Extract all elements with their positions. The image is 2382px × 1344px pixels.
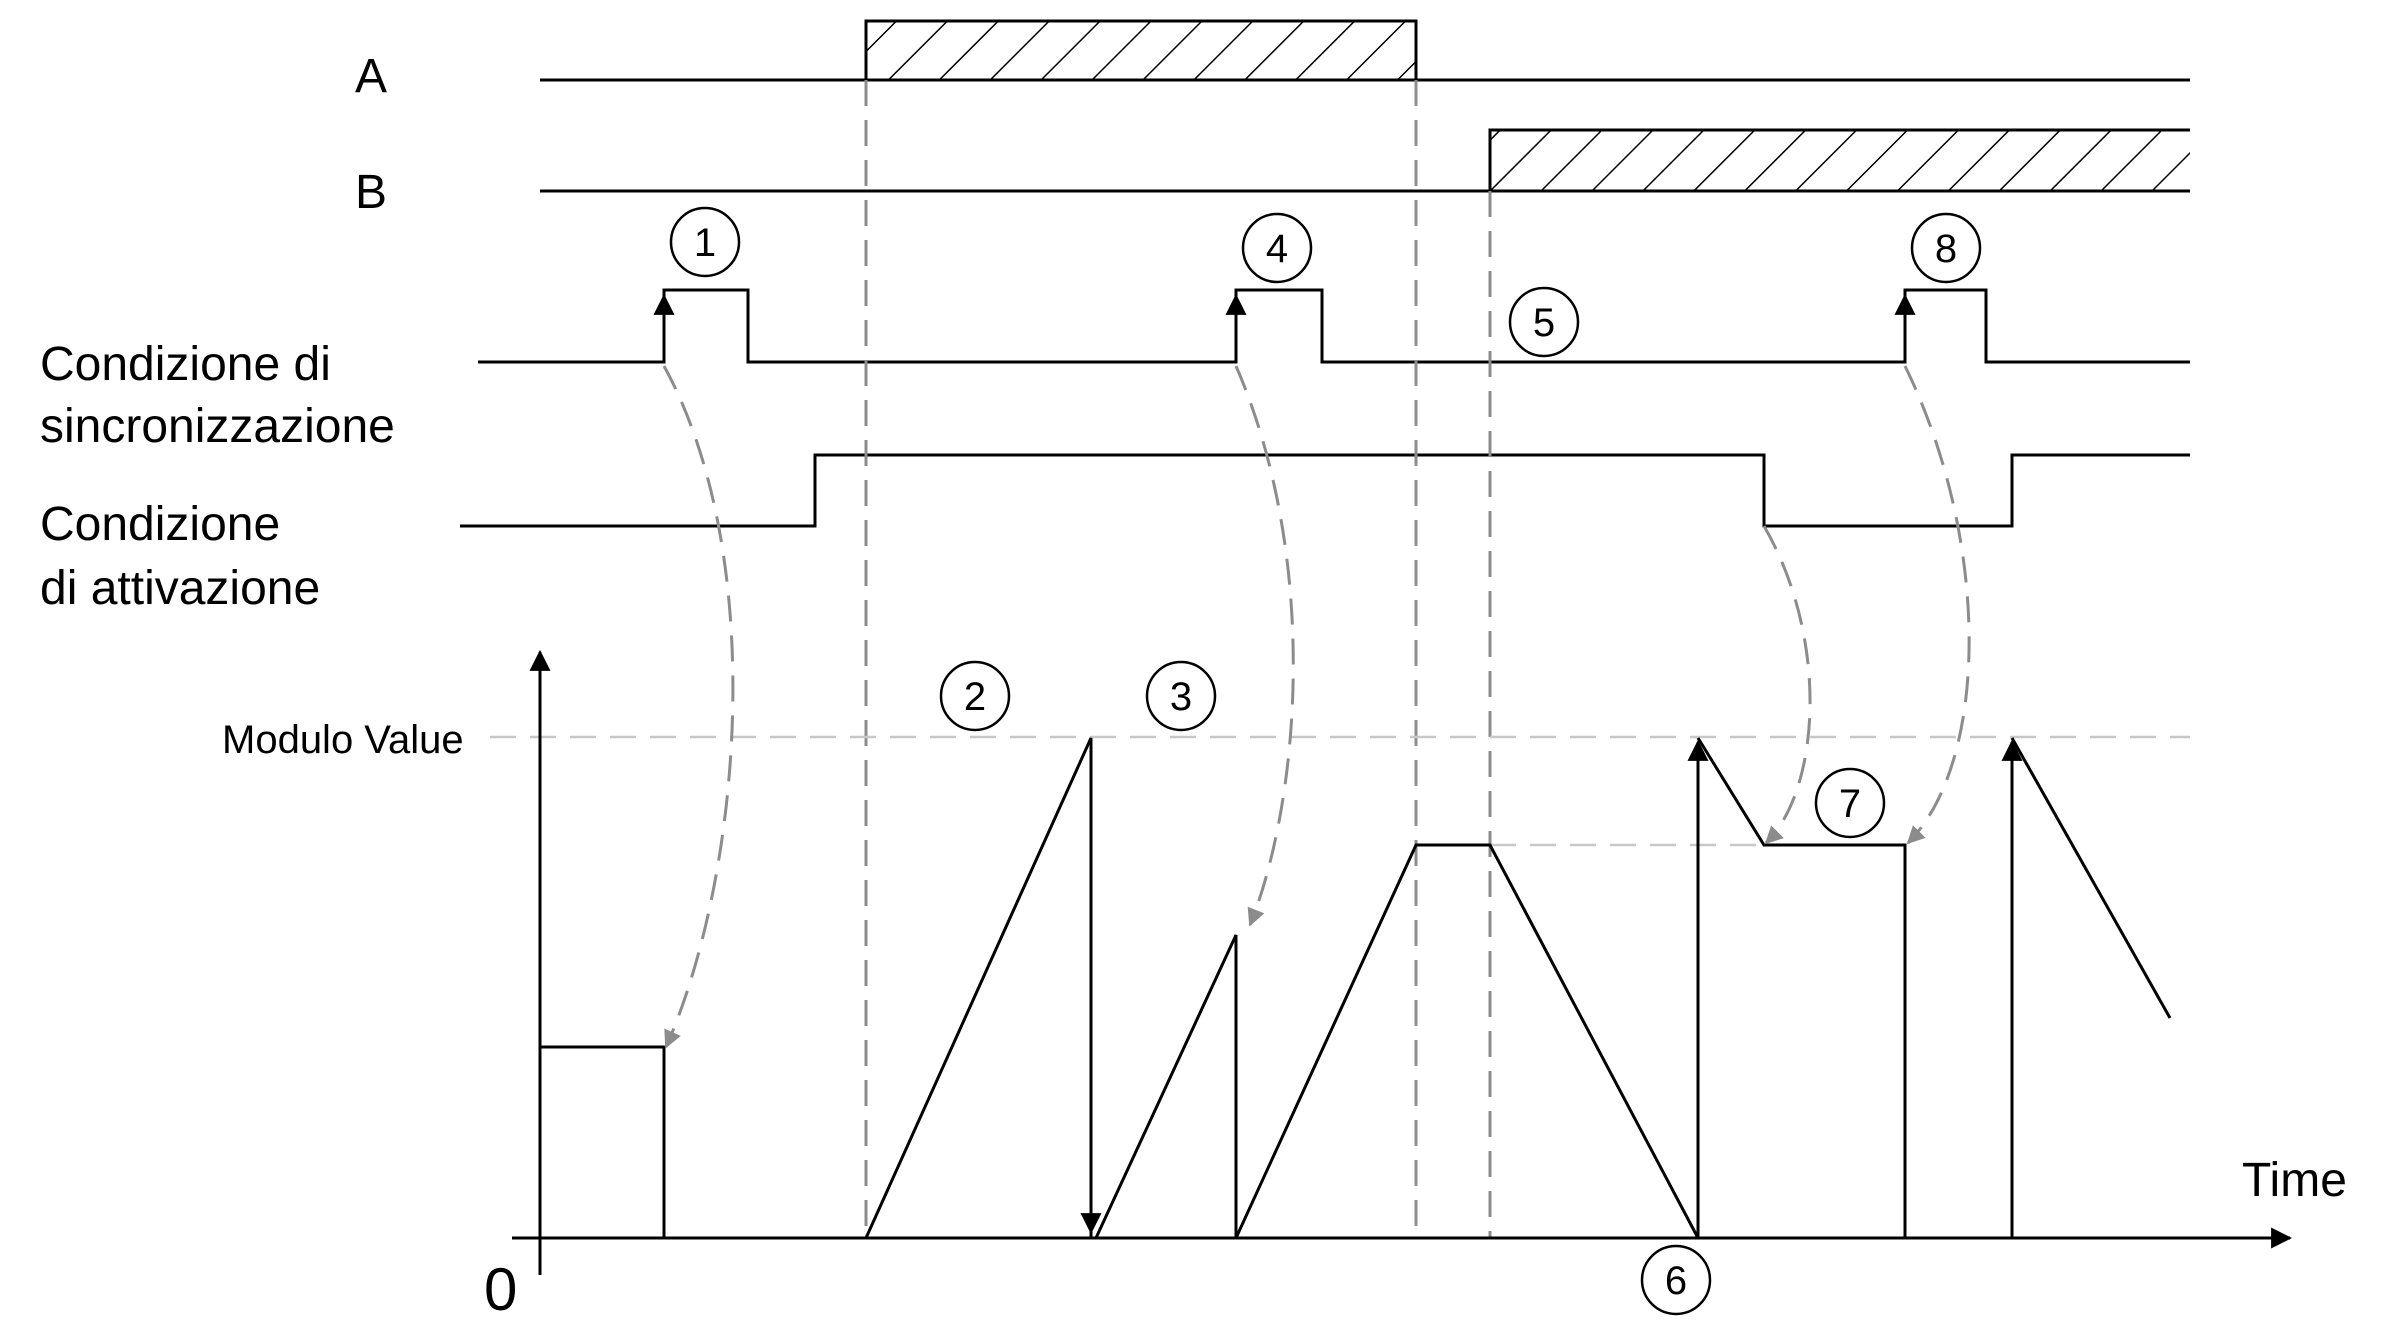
marker-2-number: 2	[964, 675, 986, 719]
marker-8-number: 8	[1935, 227, 1957, 271]
output-value-trace	[540, 737, 2172, 1239]
signal-a-active-window	[864, 19, 1418, 82]
activation-condition-label-line2: di attivazione	[40, 562, 320, 615]
marker-6: 6	[1640, 1244, 1712, 1316]
marker-3: 3	[1145, 660, 1217, 732]
signal-b-label: B	[355, 166, 387, 219]
marker-2: 2	[939, 660, 1011, 732]
marker-4: 4	[1241, 212, 1313, 284]
activation-condition-label-line1: Condizione	[40, 498, 280, 551]
sync-arc-1	[662, 365, 735, 1049]
output-segment-final-descend	[2010, 737, 2172, 1019]
sync-condition-label-line2: sincronizzazione	[40, 400, 395, 453]
marker-7-number: 7	[1839, 782, 1861, 826]
output-segment-ramp-to-sync	[1094, 934, 1238, 1239]
modulo-value-label: Modulo Value	[222, 718, 464, 762]
marker-5: 5	[1508, 286, 1580, 358]
marker-7: 7	[1814, 767, 1886, 839]
time-axis-label: Time	[2242, 1154, 2347, 1207]
marker-4-number: 4	[1266, 227, 1288, 271]
sync-arc-activation	[1762, 525, 1812, 845]
origin-zero-label: 0	[484, 1256, 517, 1323]
marker-1-number: 1	[694, 221, 716, 265]
marker-1: 1	[669, 206, 741, 278]
signal-b-trace	[540, 128, 2190, 193]
marker-8: 8	[1910, 212, 1982, 284]
output-segment-ramp-hold-down	[1234, 843, 1700, 1239]
signal-b-active-outline	[1488, 128, 2190, 191]
activation-condition-waveform	[460, 453, 2190, 528]
signal-a-label: A	[355, 50, 387, 103]
sync-condition-waveform	[478, 288, 2190, 364]
output-segment-initial	[540, 1045, 666, 1238]
sync-arc-8	[1903, 365, 1971, 845]
signal-b-active-window	[1490, 130, 2190, 191]
marker-5-number: 5	[1533, 301, 1555, 345]
sync-condition-trace	[478, 288, 2190, 364]
signal-a-trace	[540, 19, 2190, 82]
marker-6-number: 6	[1665, 1259, 1687, 1303]
output-segment-ramp-up	[864, 737, 1093, 1239]
marker-3-number: 3	[1170, 675, 1192, 719]
sync-arc-4	[1234, 365, 1295, 927]
sync-condition-label-line1: Condizione di	[40, 338, 331, 391]
output-segment-descend-hold	[1696, 737, 1907, 1238]
